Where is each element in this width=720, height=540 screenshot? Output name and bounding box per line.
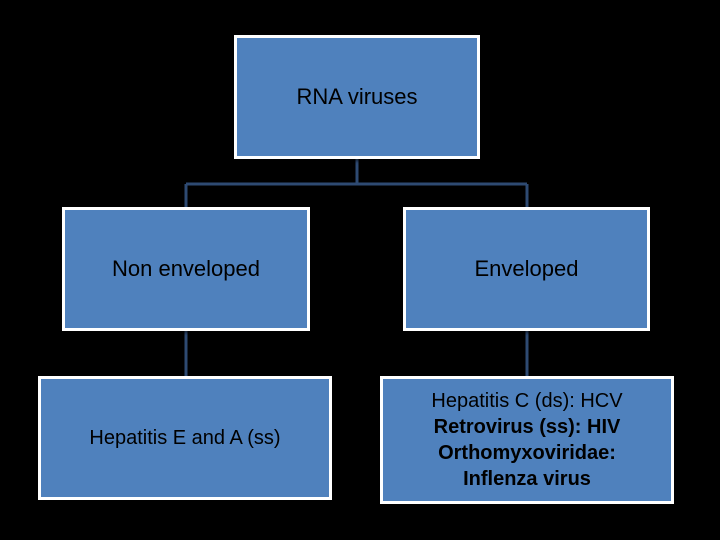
connector-root-to-branches: [184, 159, 529, 207]
leaf-node-line: Orthomyxoviridae:: [438, 442, 616, 464]
branch-node-enveloped: Enveloped: [403, 207, 650, 331]
branch-node-label: Enveloped: [474, 256, 579, 281]
branch-node-label: Non enveloped: [111, 256, 260, 281]
leaf-node-line: Hepatitis E and A (ss): [89, 426, 281, 449]
leaf-node-enveloped-examples: Hepatitis C (ds): HCV Retrovirus (ss): H…: [380, 376, 674, 504]
root-node-rna-viruses: RNA viruses: [234, 35, 480, 159]
branch-node-non-enveloped: Non enveloped: [62, 207, 310, 331]
root-node-label: RNA viruses: [296, 84, 418, 109]
leaf-node-line: Hepatitis C (ds): HCV: [431, 390, 623, 412]
leaf-node-line: Inflenza virus: [463, 468, 591, 490]
leaf-node-line: Retrovirus (ss): HIV: [433, 416, 621, 438]
leaf-node-non-enveloped-examples: Hepatitis E and A (ss): [38, 376, 332, 500]
